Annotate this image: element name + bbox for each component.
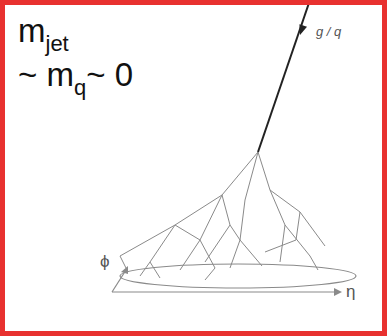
formula-line: mjet xyxy=(18,12,69,54)
phi-arrowhead xyxy=(121,266,128,274)
parton-label: g / q xyxy=(316,24,341,39)
subscript-label: jet xyxy=(46,31,69,56)
formula-label: ~ m xyxy=(18,56,74,93)
formula-label: m xyxy=(18,12,46,49)
formula-label: ~ 0 xyxy=(86,56,133,93)
phi-axis xyxy=(112,270,126,292)
eta-arrowhead xyxy=(334,288,342,296)
parton-arrowhead xyxy=(299,24,307,35)
axis-label: ϕ xyxy=(100,252,110,272)
parton-line xyxy=(258,0,310,152)
jet-cone-ellipse xyxy=(120,264,356,288)
eta-axis xyxy=(112,291,336,292)
subscript-label: q xyxy=(74,75,86,100)
axis-label: η xyxy=(346,282,355,302)
shower-branches xyxy=(120,152,325,280)
formula-line: ~ mq~ 0 xyxy=(18,56,133,98)
